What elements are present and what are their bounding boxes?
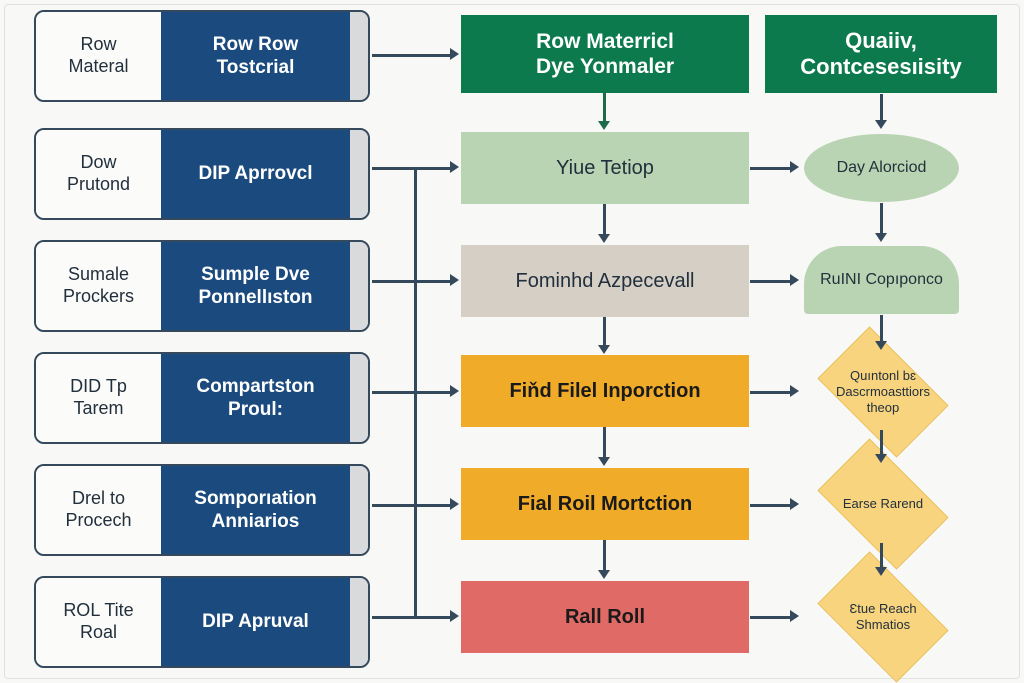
process-step-1[interactable]: Yiue Tetiop [461,132,749,204]
card-tab [350,354,368,442]
section-header-quality: Quaiiv,Contcesesıisity [765,15,997,93]
arrow-head-icon [450,161,459,173]
connector-line [603,540,606,572]
connector-line [750,280,790,283]
card-stage-value: DIP Apruval [161,578,350,666]
connector-line [880,203,883,235]
connector-line [880,543,883,569]
process-step-5[interactable]: Rall Roll [461,581,749,653]
arrow-head-icon [875,567,887,576]
arrow-head-icon [790,385,799,397]
connector-line [603,204,606,236]
arrow-head-icon [598,570,610,579]
connector-line [880,315,883,343]
connector-line [372,504,450,507]
connector-line [750,167,790,170]
arrow-head-icon [450,610,459,622]
connector-line [372,54,450,57]
arrow-head-icon [450,385,459,397]
arrow-head-icon [790,161,799,173]
connector-line [750,616,790,619]
connector-line [372,616,450,619]
connector-line [372,280,450,283]
arrow-head-icon [875,233,887,242]
quality-node-4-label: Earse Rarend [842,495,924,511]
arrow-head-icon [598,234,610,243]
connector-line [750,391,790,394]
arrow-head-icon [450,274,459,286]
card-stage-value: DIP Aprrovcl [161,130,350,218]
process-step-4[interactable]: Fial Roil Mortction [461,468,749,540]
connector-line [603,317,606,347]
arrow-head-icon [875,341,887,350]
arrow-head-icon [790,610,799,622]
arrow-head-icon [450,48,459,60]
arrow-head-icon [598,345,610,354]
arrow-head-icon [875,120,887,129]
process-step-2[interactable]: Fominhd Azpecevall [461,245,749,317]
arrow-head-icon [598,121,610,130]
quality-node-4[interactable]: Earse Rarend [804,438,962,570]
connector-line [603,93,606,123]
process-step-3[interactable]: Fiňd Filel Inporction [461,355,749,427]
arrow-head-icon [790,498,799,510]
arrow-head-icon [875,454,887,463]
card-tab [350,130,368,218]
connector-line [372,167,450,170]
connector-line [880,94,883,122]
connector-line [603,427,606,459]
connector-line [750,504,790,507]
card-tab [350,466,368,554]
arrow-head-icon [790,274,799,286]
quality-node-2[interactable]: RuINI Copıponco [804,246,959,314]
card-tab [350,12,368,100]
card-tab [350,578,368,666]
arrow-head-icon [598,457,610,466]
connector-line [372,391,450,394]
quality-node-1[interactable]: Day Alorciod [804,134,959,202]
arrow-head-icon [450,498,459,510]
connector-line [880,430,883,456]
card-tab [350,242,368,330]
